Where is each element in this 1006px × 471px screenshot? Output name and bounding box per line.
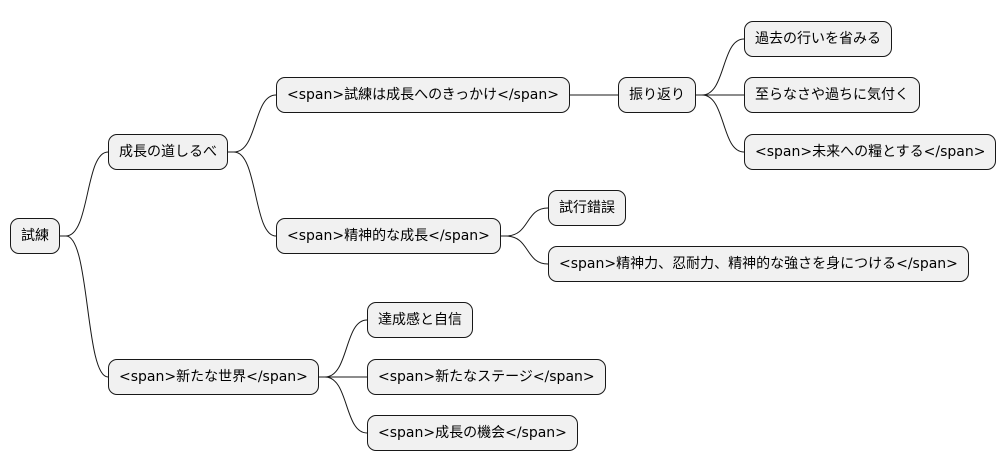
node-new-world-item: <span>新たなステージ</span> xyxy=(367,359,606,395)
edge-root-to-growth-guide xyxy=(58,151,109,237)
root-node: 試練 xyxy=(10,218,60,254)
edge-reflection-to-item-3 xyxy=(694,94,745,153)
node-reflection-item: 過去の行いを省みる xyxy=(744,21,892,57)
node-spiritual-item: 試行錯誤 xyxy=(548,190,626,226)
edge-new-world-to-item-3 xyxy=(317,376,368,434)
edge-spiritual-to-item-1 xyxy=(498,207,549,237)
edge-reflection-to-item-1 xyxy=(694,38,745,96)
node-trial-trigger: <span>試練は成長へのきっかけ</span> xyxy=(276,77,570,113)
node-reflection-item: 至らなさや過ちに気付く xyxy=(744,77,920,113)
edge-growth-guide-to-trigger xyxy=(226,94,277,153)
node-reflection-item: <span>未来への糧とする</span> xyxy=(744,134,997,170)
node-new-world: <span>新たな世界</span> xyxy=(108,359,319,395)
node-spiritual-growth: <span>精神的な成長</span> xyxy=(276,218,501,254)
node-growth-guide: 成長の道しるべ xyxy=(108,134,228,170)
edge-new-world-to-item-1 xyxy=(317,319,368,378)
edge-spiritual-to-item-2 xyxy=(498,235,549,265)
edge-growth-guide-to-spiritual xyxy=(226,151,277,237)
node-new-world-item: <span>成長の機会</span> xyxy=(367,415,578,451)
node-new-world-item: 達成感と自信 xyxy=(367,302,473,338)
edge-root-to-new-world xyxy=(58,235,109,378)
node-spiritual-item: <span>精神力、忍耐力、精神的な強さを身につける</span> xyxy=(548,246,969,282)
node-reflection: 振り返り xyxy=(618,77,696,113)
